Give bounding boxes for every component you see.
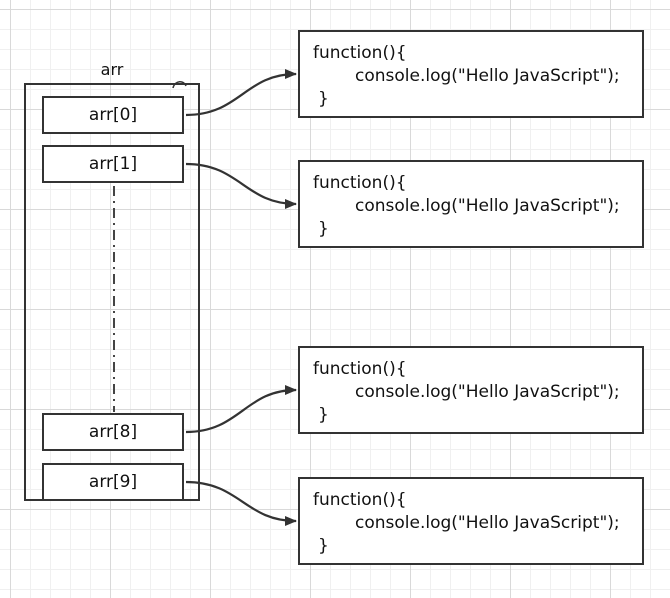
function-closing-brace: }: [318, 405, 329, 425]
function-signature: function(){: [313, 359, 407, 379]
connector-arrow-2: [185, 385, 297, 434]
array-cell-label: arr[8]: [88, 422, 138, 442]
function-body: console.log("Hello JavaScript");: [355, 66, 620, 86]
function-body: console.log("Hello JavaScript");: [355, 513, 620, 533]
array-cell-0[interactable]: arr[0]: [42, 96, 184, 134]
array-cell-label: arr[0]: [88, 105, 138, 125]
array-cell-label: arr[9]: [88, 472, 138, 492]
function-closing-brace: }: [318, 89, 329, 109]
array-cell-8[interactable]: arr[8]: [42, 413, 184, 451]
connector-arrow-3: [185, 480, 297, 526]
function-signature: function(){: [313, 490, 407, 510]
array-cell-label: arr[1]: [88, 154, 138, 174]
array-cell-9[interactable]: arr[9]: [42, 463, 184, 501]
function-box-2[interactable]: function(){ console.log("Hello JavaScrip…: [298, 346, 644, 434]
function-body: console.log("Hello JavaScript");: [355, 196, 620, 216]
connector-arrow-1: [185, 162, 297, 209]
function-box-0[interactable]: function(){ console.log("Hello JavaScrip…: [298, 30, 644, 118]
array-title: arr: [100, 60, 124, 79]
function-signature: function(){: [313, 173, 407, 193]
connector-arrow-0: [185, 69, 297, 117]
function-body: console.log("Hello JavaScript");: [355, 382, 620, 402]
function-box-1[interactable]: function(){ console.log("Hello JavaScrip…: [298, 160, 644, 248]
function-closing-brace: }: [318, 219, 329, 239]
function-box-3[interactable]: function(){ console.log("Hello JavaScrip…: [298, 477, 644, 565]
function-closing-brace: }: [318, 536, 329, 556]
array-cell-1[interactable]: arr[1]: [42, 145, 184, 183]
function-signature: function(){: [313, 43, 407, 63]
container-corner-mark: [172, 81, 187, 89]
